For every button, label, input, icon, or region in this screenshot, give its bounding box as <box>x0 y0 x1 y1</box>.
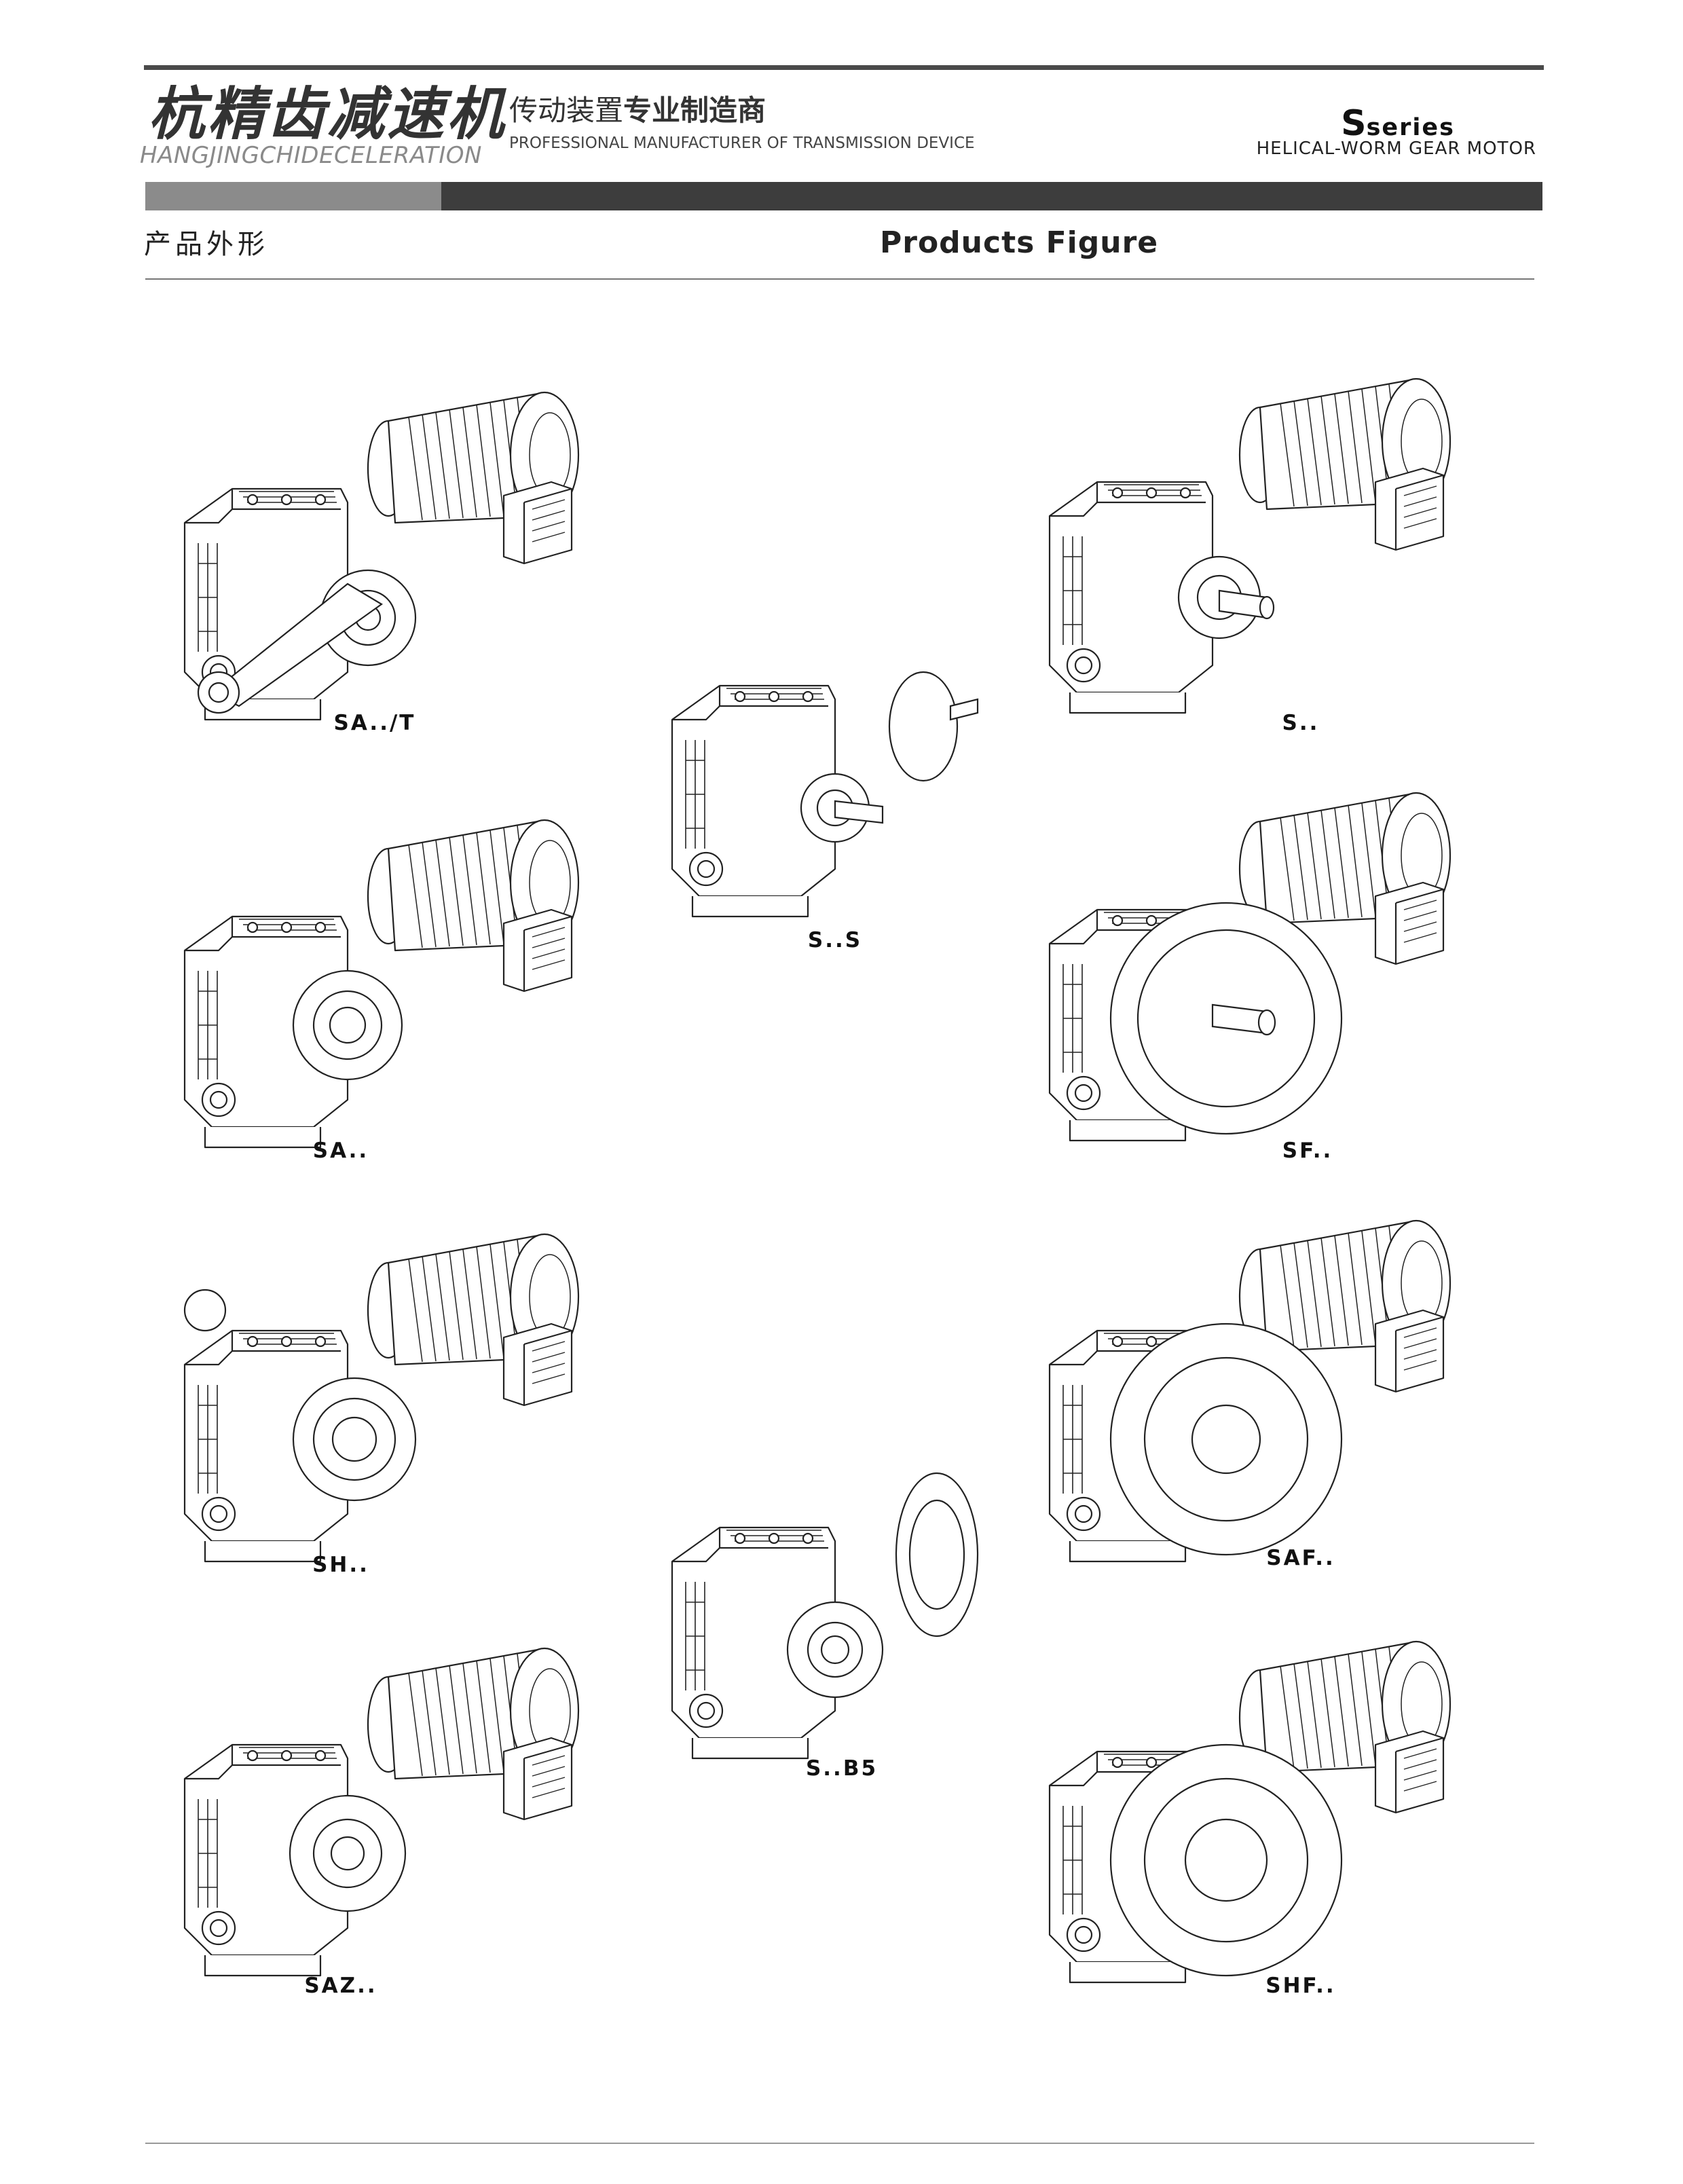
gear-reducer-input-shaft-icon <box>671 671 979 918</box>
header-top-rule <box>144 65 1544 70</box>
brand-logo-chinese: 杭精齿减速机 <box>148 81 507 147</box>
product-label: S..S <box>807 928 863 952</box>
header-bar-dark <box>441 182 1542 210</box>
header-bar-light <box>145 182 441 210</box>
gear-motor-flange-shaft-icon <box>1048 792 1451 1142</box>
product-sh: SH.. <box>178 1215 612 1582</box>
product-sf: SF.. <box>1043 781 1477 1168</box>
product-s-s: S..S <box>665 638 1018 964</box>
section-rule <box>145 278 1534 280</box>
product-sa: SA.. <box>178 801 612 1168</box>
tagline-chinese: 传动装置专业制造商 <box>509 96 766 125</box>
product-label: S.. <box>1282 711 1320 735</box>
tagline-chinese-light: 传动装置 <box>509 94 624 127</box>
product-saz: SAZ.. <box>178 1629 612 1998</box>
series-letter: S <box>1341 103 1367 144</box>
brand-logo-english: HANGJINGCHIDECELERATION <box>140 142 482 169</box>
gear-motor-torque-arm-icon <box>183 391 580 721</box>
product-label: S..B5 <box>805 1756 879 1781</box>
product-sa-t: SA../T <box>178 373 612 740</box>
product-label: SH.. <box>312 1553 369 1577</box>
product-label: SAZ.. <box>304 1974 377 1998</box>
gear-motor-solid-shaft-icon <box>1048 377 1451 714</box>
tagline-chinese-bold: 专业制造商 <box>623 94 766 127</box>
gear-motor-shrink-disc-icon <box>183 1233 580 1563</box>
product-shf: SHF.. <box>1043 1629 1477 1998</box>
product-label: SF.. <box>1282 1139 1333 1163</box>
product-s: S.. <box>1043 367 1477 740</box>
gear-motor-flange-shrink-disc-icon <box>1048 1640 1451 1984</box>
product-label: SAF.. <box>1266 1546 1335 1570</box>
section-title-english: Products Figure <box>880 225 1159 260</box>
series-word: series <box>1366 114 1455 141</box>
gear-motor-flange-hollow-icon <box>1048 1219 1451 1563</box>
product-label: SHF.. <box>1265 1974 1336 1998</box>
gear-reducer-b5-flange-icon <box>671 1472 979 1760</box>
product-saf: SAF.. <box>1043 1208 1477 1575</box>
section-title-chinese: 产品外形 <box>144 229 269 260</box>
series-subtitle: HELICAL-WORM GEAR MOTOR <box>1256 138 1536 159</box>
series-title: Sseries <box>1341 106 1455 141</box>
product-label: SA.. <box>312 1139 369 1163</box>
footer-rule <box>145 2143 1534 2144</box>
tagline-english: PROFESSIONAL MANUFACTURER OF TRANSMISSIO… <box>509 134 975 152</box>
product-s-b5: S..B5 <box>665 1460 1018 1785</box>
product-label: SA../T <box>333 711 416 735</box>
gear-motor-torque-flange-icon <box>183 1647 580 1977</box>
gear-motor-hollow-shaft-icon <box>183 819 580 1149</box>
